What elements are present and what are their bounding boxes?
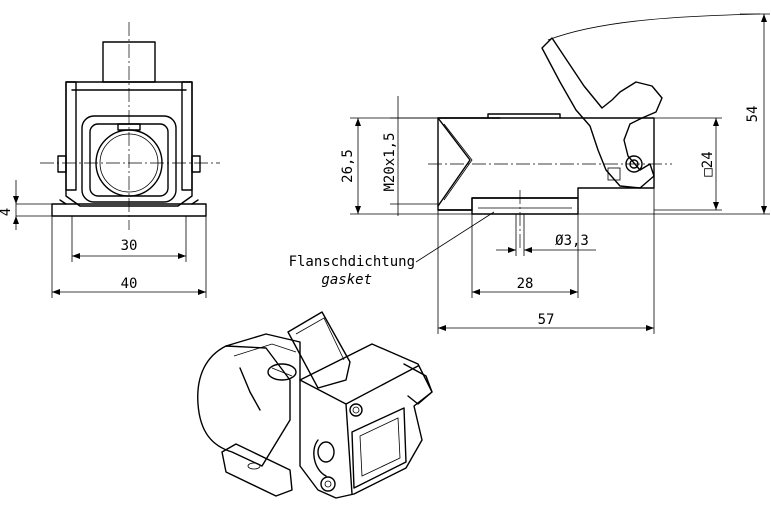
dim-hole-spacing-front: 30 [121,238,138,254]
dim-flange-thickness: 4 [0,208,14,216]
front-view [40,22,220,230]
front-dimensions [13,180,207,298]
dim-overall-height: 54 [745,106,761,123]
dim-hole-spacing-side: 28 [517,276,534,292]
dim-overall-length: 57 [538,312,555,328]
dim-flange-width: 40 [121,276,138,292]
dim-hole-diameter: Ø3,3 [555,233,589,249]
dim-square-size: □24 [700,151,716,176]
dim-height-to-axis: 26,5 [340,149,356,183]
gasket-label-de: Flanschdichtung [289,254,415,270]
dim-thread: M20x1,5 [382,132,398,191]
isometric-view [197,311,433,499]
side-dimensions [350,13,770,334]
gasket-label-en: gasket [321,272,372,288]
side-view [428,13,761,248]
